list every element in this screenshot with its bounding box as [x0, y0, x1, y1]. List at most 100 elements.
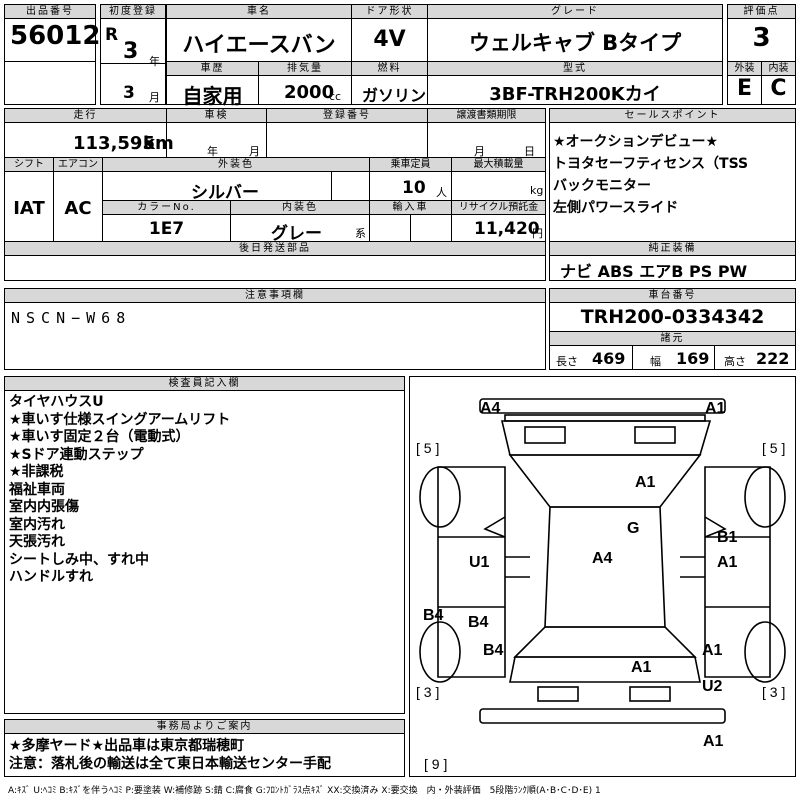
office-note-2: 注意：落札後の輸送は全て東日本輸送センター手配 — [9, 756, 331, 772]
recycle-unit: 円 — [532, 227, 543, 240]
displacement-unit: cc — [329, 90, 342, 103]
era: R — [105, 25, 119, 45]
sales-point-3: バックモニター — [553, 178, 651, 194]
damage-u2: U2 — [702, 678, 723, 695]
inspector-note: ★Sドア連動ステップ — [9, 446, 144, 463]
tire-rr: [ 3 ] — [762, 684, 785, 700]
notes-value: NSCN−W68 — [11, 309, 132, 327]
office-box: 事務局よりご案内 ★多摩ヤード★出品車は東京都瑞穂町 注意：落札後の輸送は全て東… — [4, 719, 405, 777]
inspection-month-unit: 月 — [249, 145, 260, 158]
month-value: 3 — [123, 83, 135, 103]
max-load-header: 最大積載量 — [452, 158, 545, 172]
damage-a4-top: A4 — [480, 400, 501, 417]
displacement-value: 2000 — [284, 82, 335, 103]
recycle-value: 11,420 — [474, 219, 540, 239]
recycle-header: リサイクル預託金 — [452, 201, 545, 215]
displacement-box: 排気量 2000 cc — [258, 61, 352, 105]
car-name: ハイエースバン — [182, 33, 336, 58]
car-name-box: 車名 ハイエースバン — [166, 4, 352, 62]
chassis-header: 車台番号 — [550, 289, 795, 303]
year-value: 3 — [123, 39, 139, 64]
int-color-box: 内装色 グレー 系 — [230, 200, 370, 244]
inspector-note: シートしみ中、すれ中 — [9, 551, 149, 568]
legend: A:ｷｽﾞ U:ﾍｺﾐ B:ｷｽﾞを伴うﾍｺﾐ P:要塗装 W:補修跡 S:錆 … — [8, 786, 601, 796]
sales-point-4: 左側パワースライド — [553, 200, 679, 216]
month-unit: 月 — [149, 91, 160, 104]
ext-color-header: 外装色 — [103, 158, 369, 172]
office-note-1: ★多摩ヤード★出品車は東京都瑞穂町 — [9, 738, 245, 754]
capacity-header: 乗車定員 — [370, 158, 451, 172]
int-color-value: グレー — [271, 224, 322, 244]
interior-box: 内装 C — [761, 61, 796, 105]
car-name-header: 車名 — [167, 5, 351, 19]
color-no-header: カラーNo. — [103, 201, 230, 215]
model-header: 型式 — [428, 62, 722, 76]
exterior-header: 外装 — [728, 62, 761, 76]
damage-a4-center: A4 — [592, 550, 613, 567]
history-value: 自家用 — [182, 84, 243, 108]
damage-b4-left: B4 — [423, 607, 444, 624]
tire-fl: [ 5 ] — [416, 440, 439, 456]
lot-header: 出品番号 — [5, 5, 95, 19]
lot-number: 56012 — [10, 21, 101, 51]
lot-blank — [4, 61, 96, 105]
mileage-value: 113,595 — [73, 133, 155, 154]
import-box: 輸入車 — [369, 200, 452, 242]
notes-box: 注意事項欄 NSCN−W68 — [4, 288, 546, 370]
tire-spare: [ 9 ] — [424, 756, 447, 772]
history-header: 車歴 — [167, 62, 258, 76]
interior-grade: C — [770, 76, 787, 101]
equipment-value: ナビ ABS エアB PS PW — [560, 262, 748, 281]
inspector-note: 室内汚れ — [9, 516, 65, 533]
grade-box: グレード ウェルキャブ Bタイプ — [427, 4, 723, 62]
damage-a1-hood: A1 — [635, 474, 656, 491]
color-no-box: カラーNo. 1E7 — [102, 200, 231, 242]
score-value: 3 — [752, 23, 771, 53]
exterior-box: 外装 E — [727, 61, 762, 105]
height-label: 高さ — [724, 355, 746, 368]
inspector-header: 検査員記入欄 — [5, 377, 404, 391]
damage-a1-tail: A1 — [631, 659, 652, 676]
first-reg-box: 初度登録 R 3 年 3 月 — [100, 4, 166, 105]
transfer-box: 譲渡書類期限 月 日 — [427, 108, 546, 158]
inspector-note: ハンドルすれ — [9, 569, 93, 585]
door-header: ドア形状 — [352, 5, 427, 19]
exterior-grade: E — [736, 76, 753, 101]
width-value: 169 — [676, 349, 710, 368]
specs-header: 諸元 — [550, 332, 795, 346]
color-no-value: 1E7 — [148, 219, 185, 239]
history-box: 車歴 自家用 — [166, 61, 259, 108]
inspector-note: ★車いす固定２台（電動式） — [9, 429, 190, 445]
score-header: 評価点 — [728, 5, 795, 19]
interior-header: 内装 — [762, 62, 795, 76]
inspection-year-unit: 年 — [207, 145, 218, 158]
ext-color-value: シルバー — [191, 183, 259, 203]
fuel-header: 燃料 — [352, 62, 427, 76]
damage-a1-right: A1 — [717, 554, 738, 571]
damage-b1: B1 — [717, 529, 738, 546]
transfer-month-unit: 月 — [474, 145, 485, 158]
inspector-note: 天張汚れ — [9, 534, 65, 550]
mileage-header: 走行 — [5, 109, 166, 123]
shift-value: IAT — [13, 198, 45, 219]
length-value: 469 — [592, 349, 626, 368]
tire-rl: [ 3 ] — [416, 684, 439, 700]
damage-a1-bottom: A1 — [703, 733, 724, 750]
model-box: 型式 3BF-TRH200Kカイ — [427, 61, 723, 105]
score-box: 評価点 3 — [727, 4, 796, 62]
displacement-header: 排気量 — [259, 62, 351, 76]
aircon-header: エアコン — [54, 158, 102, 172]
capacity-box: 乗車定員 10 人 — [369, 157, 452, 201]
import-header: 輸入車 — [370, 201, 451, 215]
inspector-note: タイヤハウスU — [9, 394, 104, 410]
chassis-value: TRH200-0334342 — [580, 306, 765, 328]
inspector-note: 福祉車両 — [9, 481, 65, 498]
aircon-box: エアコン AC — [53, 157, 103, 242]
capacity-unit: 人 — [436, 186, 447, 199]
shift-header: シフト — [5, 158, 53, 172]
sales-point-header: セールスポイント — [550, 109, 795, 123]
chassis-box: 車台番号 TRH200-0334342 諸元 長さ 469 幅 169 高さ 2… — [549, 288, 796, 370]
after-ship-box: 後日発送部品 — [4, 241, 546, 281]
inspector-note: 室内内張傷 — [9, 499, 79, 515]
grade-value: ウェルキャブ Bタイプ — [468, 31, 682, 55]
